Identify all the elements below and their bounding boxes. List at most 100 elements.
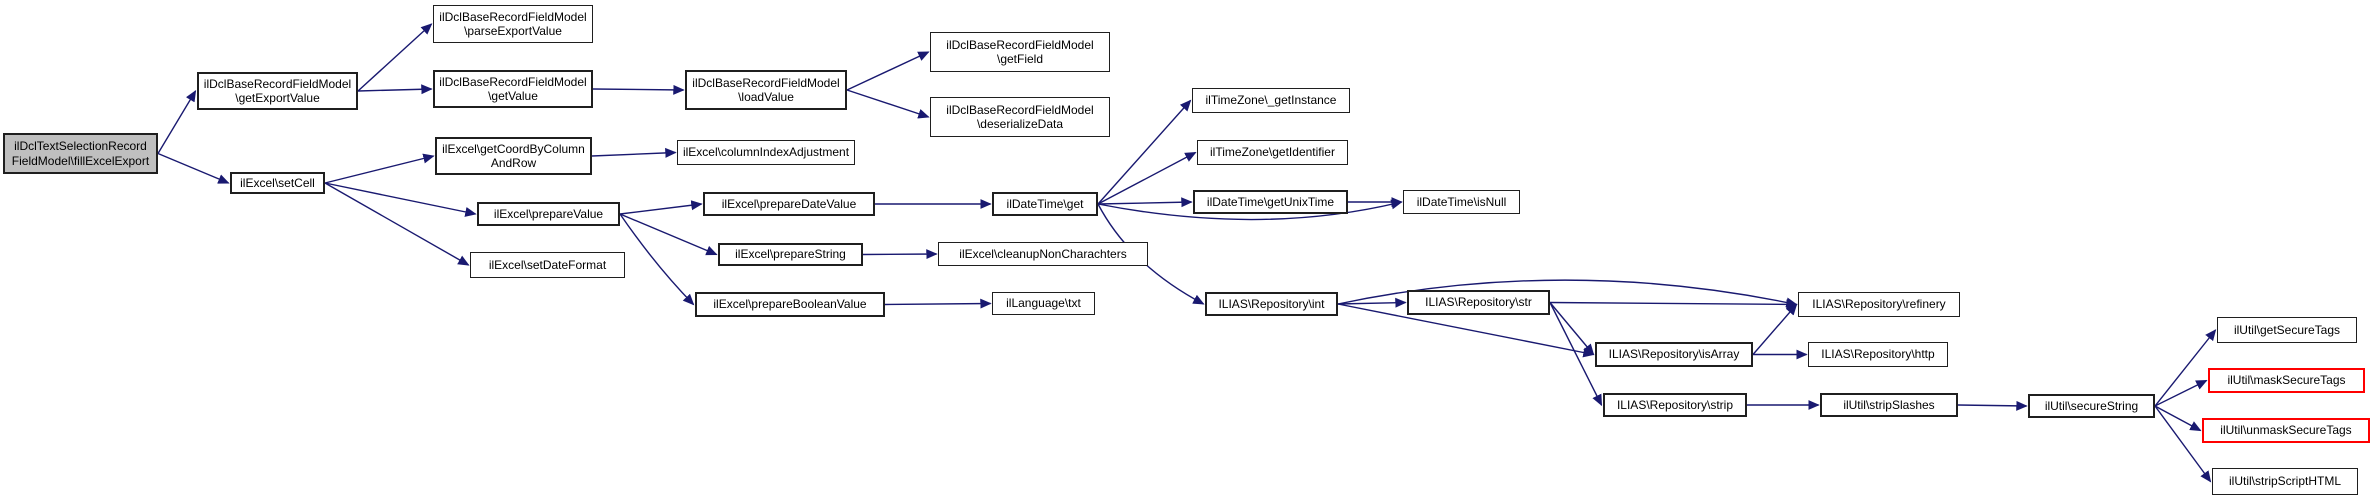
edge-prepare-string-to-cleanup-non-charachters — [862, 249, 938, 260]
graph-node-label: \getField — [996, 52, 1044, 66]
edge-prepare-value-to-prepare-string — [619, 213, 718, 256]
edge-repo-int-to-repo-str — [1337, 297, 1407, 308]
edge-get-value-to-load-value — [592, 84, 685, 95]
graph-node-get-value[interactable]: ilDclBaseRecordFieldModel\getValue — [433, 70, 593, 108]
graph-node-cleanup-non-charachters[interactable]: ilExcel\cleanupNonCharachters — [938, 242, 1148, 266]
graph-node-tz-get-instance[interactable]: ilTimeZone\_getInstance — [1192, 88, 1350, 113]
graph-node-repo-is-array[interactable]: ILIAS\Repository\isArray — [1595, 342, 1753, 367]
graph-node-get-secure-tags[interactable]: ilUtil\getSecureTags — [2217, 317, 2357, 343]
graph-node-prepare-string[interactable]: ilExcel\prepareString — [718, 243, 863, 266]
edge-repo-int-to-repo-refinery — [1337, 279, 1798, 308]
graph-node-strip-script-html[interactable]: ilUtil\stripScriptHTML — [2212, 468, 2358, 495]
graph-node-tz-get-identifier[interactable]: ilTimeZone\getIdentifier — [1197, 140, 1348, 165]
edge-secure-string-to-strip-script-html — [2154, 405, 2212, 483]
graph-node-secure-string[interactable]: ilUtil\secureString — [2028, 394, 2155, 418]
graph-node-lng-txt[interactable]: ilLanguage\txt — [992, 292, 1095, 315]
graph-node-label: ilExcel\columnIndexAdjustment — [682, 145, 850, 160]
edge-datetime-get-to-get-unix-time — [1097, 197, 1193, 208]
graph-node-get-unix-time[interactable]: ilDateTime\getUnixTime — [1193, 190, 1348, 214]
graph-node-set-cell[interactable]: ilExcel\setCell — [230, 172, 325, 194]
graph-node-label: \loadValue — [738, 90, 794, 104]
edge-repo-str-to-repo-strip — [1549, 302, 1603, 407]
graph-node-datetime-get[interactable]: ilDateTime\get — [992, 192, 1098, 216]
graph-node-prepare-boolean-value[interactable]: ilExcel\prepareBooleanValue — [695, 292, 885, 317]
edge-datetime-get-to-tz-get-instance — [1097, 99, 1192, 205]
graph-node-strip-slashes[interactable]: ilUtil\stripSlashes — [1820, 393, 1958, 417]
edge-repo-int-to-repo-is-array — [1337, 303, 1595, 358]
graph-node-parse-export-value[interactable]: ilDclBaseRecordFieldModel\parseExportVal… — [433, 5, 593, 43]
edge-strip-slashes-to-secure-string — [1957, 400, 2028, 411]
graph-node-label: ilUtil\secureString — [2044, 398, 2139, 413]
edge-get-coord-by-column-and-row-to-column-index-adjustment — [591, 147, 677, 158]
edge-secure-string-to-mask-secure-tags — [2154, 379, 2208, 407]
edge-datetime-get-to-is-null — [1097, 199, 1403, 221]
graph-node-repo-strip[interactable]: ILIAS\Repository\strip — [1603, 393, 1747, 417]
graph-node-label: ILIAS\Repository\refinery — [1812, 297, 1946, 312]
edge-set-cell-to-get-coord-by-column-and-row — [324, 153, 435, 184]
graph-node-load-value[interactable]: ilDclBaseRecordFieldModel\loadValue — [685, 70, 847, 110]
edge-secure-string-to-unmask-secure-tags — [2154, 405, 2202, 432]
edge-prepare-boolean-value-to-lng-txt — [884, 298, 992, 309]
edge-datetime-get-to-tz-get-identifier — [1097, 151, 1197, 205]
graph-node-label: ilUtil\stripSlashes — [1843, 397, 1935, 412]
graph-node-label: ilDclBaseRecordFieldModel — [946, 37, 1094, 52]
graph-node-label: \getExportValue — [235, 91, 320, 105]
edge-repo-is-array-to-repo-refinery — [1752, 303, 1798, 355]
edge-prepare-value-to-prepare-boolean-value — [619, 213, 695, 306]
graph-node-get-field[interactable]: ilDclBaseRecordFieldModel\getField — [930, 32, 1110, 72]
graph-node-label: ilDclBaseRecordFieldModel — [692, 75, 840, 90]
graph-node-set-date-format[interactable]: ilExcel\setDateFormat — [470, 252, 625, 278]
edge-get-export-value-to-get-value — [357, 84, 433, 95]
graph-node-repo-refinery[interactable]: ILIAS\Repository\refinery — [1798, 292, 1960, 317]
graph-node-label: ilExcel\setCell — [240, 175, 315, 190]
graph-node-label: ilDclBaseRecordFieldModel — [203, 76, 352, 91]
graph-node-deserialize-data[interactable]: ilDclBaseRecordFieldModel\deserializeDat… — [930, 97, 1110, 137]
graph-node-unmask-secure-tags[interactable]: ilUtil\unmaskSecureTags — [2202, 418, 2370, 443]
graph-node-label: ilExcel\cleanupNonCharachters — [959, 246, 1127, 261]
edge-set-cell-to-prepare-value — [324, 182, 477, 217]
graph-node-label: \getValue — [488, 89, 538, 103]
graph-node-label: \parseExportValue — [464, 24, 562, 38]
edge-load-value-to-deserialize-data — [846, 89, 930, 119]
graph-node-label: AndRow — [490, 156, 537, 170]
graph-node-label: \deserializeData — [976, 117, 1064, 131]
graph-node-repo-http[interactable]: ILIAS\Repository\http — [1808, 342, 1948, 367]
graph-node-label: ilDateTime\get — [1006, 196, 1084, 211]
graph-node-label: ILIAS\Repository\str — [1425, 295, 1532, 310]
graph-node-repo-str[interactable]: ILIAS\Repository\str — [1407, 290, 1550, 315]
edge-fill-excel-export-to-set-cell — [157, 152, 230, 184]
edge-set-cell-to-set-date-format — [324, 182, 470, 266]
graph-node-label: ilExcel\getCoordByColumn — [442, 141, 585, 156]
graph-node-label: ilDclBaseRecordFieldModel — [946, 102, 1094, 117]
edge-repo-str-to-repo-is-array — [1549, 302, 1595, 356]
graph-node-repo-int[interactable]: ILIAS\Repository\int — [1205, 292, 1338, 316]
graph-node-label: ILIAS\Repository\int — [1218, 296, 1325, 311]
graph-node-prepare-value[interactable]: ilExcel\prepareValue — [477, 202, 620, 226]
graph-node-mask-secure-tags[interactable]: ilUtil\maskSecureTags — [2208, 368, 2365, 393]
graph-node-prepare-date-value[interactable]: ilExcel\prepareDateValue — [703, 192, 875, 216]
graph-node-label: ilTimeZone\_getInstance — [1205, 93, 1337, 108]
graph-node-label: ilDclBaseRecordFieldModel — [439, 9, 587, 24]
graph-node-column-index-adjustment[interactable]: ilExcel\columnIndexAdjustment — [677, 140, 855, 165]
graph-node-label: ilUtil\stripScriptHTML — [2228, 474, 2341, 489]
graph-node-label: ilUtil\maskSecureTags — [2227, 373, 2346, 388]
graph-node-label: ilTimeZone\getIdentifier — [1210, 145, 1335, 160]
edge-prepare-value-to-prepare-date-value — [619, 200, 703, 215]
edge-group — [157, 23, 2217, 483]
graph-node-label: ilDclTextSelectionRecord — [14, 139, 147, 153]
graph-node-is-null[interactable]: ilDateTime\isNull — [1403, 190, 1520, 214]
graph-node-label: ilExcel\prepareString — [735, 247, 846, 262]
graph-node-get-export-value[interactable]: ilDclBaseRecordFieldModel\getExportValue — [197, 72, 358, 110]
graph-node-label: ilDclBaseRecordFieldModel — [439, 74, 587, 89]
graph-node-label: ilUtil\getSecureTags — [2233, 322, 2341, 337]
edge-get-export-value-to-parse-export-value — [357, 23, 433, 92]
edge-repo-str-to-repo-refinery — [1549, 299, 1798, 310]
graph-node-label: ilExcel\prepareBooleanValue — [713, 297, 867, 312]
edge-fill-excel-export-to-get-export-value — [157, 89, 197, 154]
edge-load-value-to-get-field — [846, 51, 930, 91]
graph-node-label: ILIAS\Repository\isArray — [1608, 347, 1740, 362]
graph-node-label: FieldModel\fillExcelExport — [11, 153, 150, 168]
